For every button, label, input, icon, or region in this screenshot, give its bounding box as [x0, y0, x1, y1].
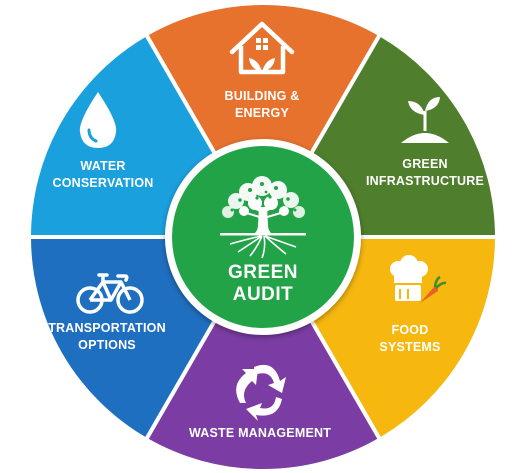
- tree-with-roots-icon: [220, 176, 306, 259]
- segment-label-waste-line-1: WASTE MANAGEMENT: [189, 426, 331, 440]
- segment-label-water-line-2: CONSERVATION: [52, 176, 153, 190]
- segment-label-transport-line-2: OPTIONS: [78, 338, 136, 352]
- segment-label-building-line-1: BUILDING &: [225, 89, 300, 103]
- segment-label-food-line-1: FOOD: [392, 323, 429, 337]
- center-hub: [165, 139, 361, 335]
- segment-label-building-line-2: ENERGY: [235, 106, 289, 120]
- segment-label-water-line-1: WATER: [80, 159, 125, 173]
- center-title-line-1: GREEN: [228, 262, 298, 283]
- segment-label-food-line-2: SYSTEMS: [379, 340, 440, 354]
- segment-label-green-infra-line-1: GREEN: [402, 157, 447, 171]
- house-leaf-icon: [229, 21, 295, 75]
- chef-hat-carrot-icon: [390, 255, 447, 303]
- bicycle-icon: [76, 273, 144, 314]
- seedling-icon: [401, 97, 449, 143]
- segment-label-green-infra-line-2: INFRASTRUCTURE: [366, 174, 484, 188]
- recycle-leaves-icon: [236, 364, 286, 421]
- segment-label-transport-line-1: TRANSPORTATION: [48, 321, 166, 335]
- water-drop-icon: [79, 92, 117, 148]
- center-title-line-2: AUDIT: [233, 284, 294, 305]
